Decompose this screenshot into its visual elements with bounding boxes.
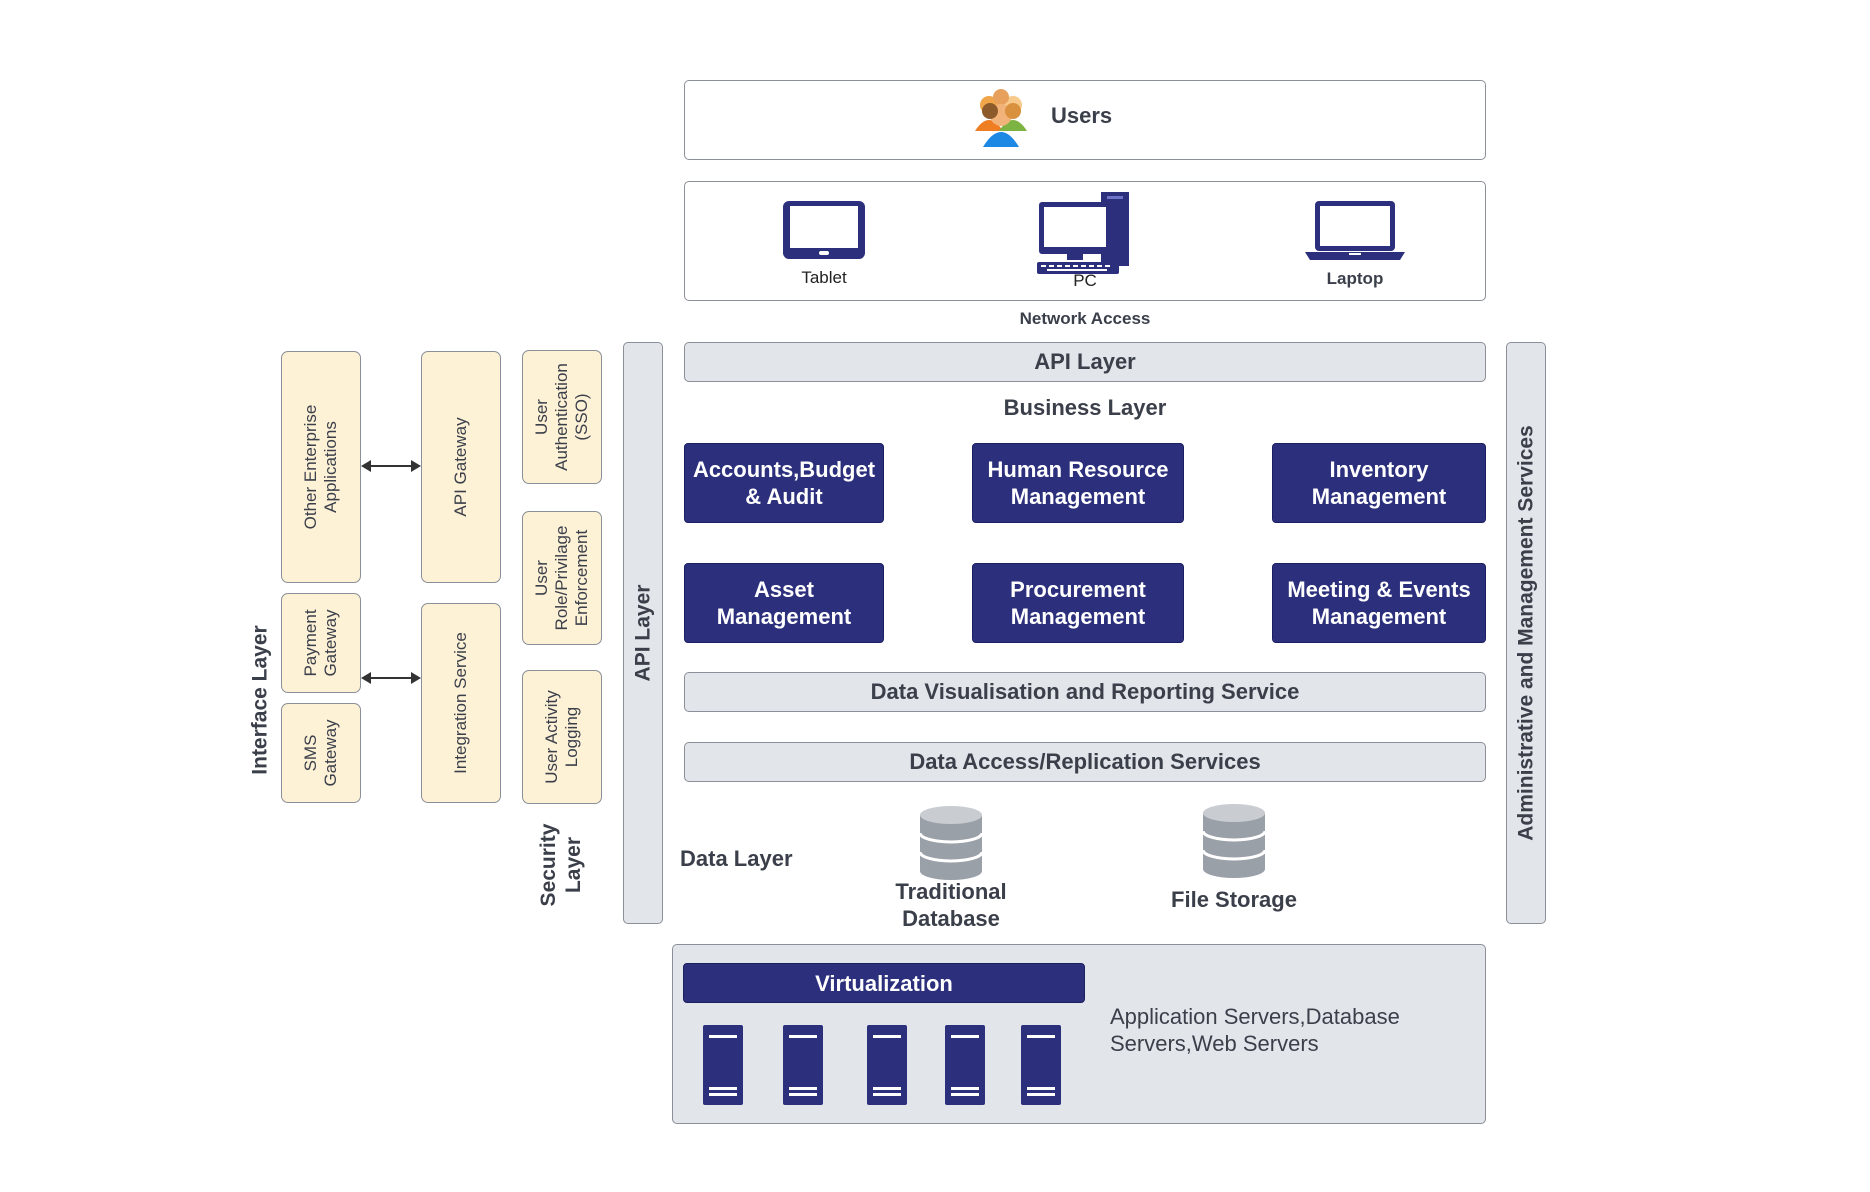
other-enterprise-apps-label: Other Enterprise Applications (301, 404, 340, 530)
integration-service: Integration Service (421, 603, 501, 803)
devices-box: Tablet PC Laptop (684, 181, 1486, 301)
security-item-label: User Activity Logging (542, 690, 581, 784)
device-label-pc: PC (1073, 271, 1097, 290)
device-label-tablet: Tablet (801, 268, 847, 287)
module-label: Inventory Management (1311, 457, 1447, 509)
interface-layer-label-wrap: Interface Layer (240, 600, 280, 800)
server-group (703, 1023, 1063, 1107)
sms-gateway: SMS Gateway (281, 703, 361, 803)
interface-layer-label: Interface Layer (248, 625, 272, 775)
api-gateway: API Gateway (421, 351, 501, 583)
api-layer-bar: API Layer (684, 342, 1486, 382)
payment-gateway-label: Payment Gateway (301, 609, 340, 677)
admin-services-label: Administrative and Management Services (1514, 425, 1538, 841)
module-meeting-events: Meeting & Events Management (1272, 563, 1486, 643)
module-label: Asset Management (716, 577, 852, 629)
data-store-label-traditional: Traditional Database (895, 879, 1007, 931)
api-layer-vertical-label: API Layer (631, 584, 655, 682)
data-store-label-file: File Storage (1171, 887, 1297, 912)
security-layer-label-wrap: Security Layer (526, 815, 596, 915)
integration-service-label: Integration Service (451, 632, 470, 774)
other-enterprise-apps: Other Enterprise Applications (281, 351, 361, 583)
security-item-label: User Role/Privilage Enforcement (532, 525, 591, 631)
security-item-sso: User Authentication (SSO) (522, 350, 602, 484)
module-accounts-budget-audit: Accounts,Budget & Audit (684, 443, 884, 523)
double-arrow-icon (361, 458, 421, 474)
admin-services-bar: Administrative and Management Services (1506, 342, 1546, 924)
pc-icon (1037, 192, 1133, 276)
payment-gateway: Payment Gateway (281, 593, 361, 693)
virtualization-panel: Virtualization Application Servers,Datab… (672, 944, 1486, 1124)
security-item-role: User Role/Privilage Enforcement (522, 511, 602, 645)
data-layer-label: Data Layer (680, 846, 793, 871)
business-layer-title: Business Layer (1003, 395, 1167, 420)
data-access-bar: Data Access/Replication Services (684, 742, 1486, 782)
database-icon (918, 805, 984, 881)
module-procurement: Procurement Management (972, 563, 1184, 643)
module-label: Accounts,Budget & Audit (692, 457, 876, 509)
database-icon (1201, 803, 1267, 879)
api-layer-vertical: API Layer (623, 342, 663, 924)
module-label: Meeting & Events Management (1287, 577, 1471, 629)
data-visualisation-bar: Data Visualisation and Reporting Service (684, 672, 1486, 712)
laptop-icon (1305, 200, 1405, 262)
sms-gateway-label: SMS Gateway (301, 719, 340, 787)
module-label: Human Resource Management (987, 457, 1169, 509)
double-arrow-icon (361, 670, 421, 686)
servers-text: Application Servers,Database Servers,Web… (1110, 1004, 1400, 1056)
api-gateway-label: API Gateway (451, 417, 470, 517)
users-box: Users (684, 80, 1486, 160)
security-item-logging: User Activity Logging (522, 670, 602, 804)
security-layer-label: Security Layer (537, 823, 585, 907)
users-icon (969, 89, 1035, 151)
virtualization-bar: Virtualization (683, 963, 1085, 1003)
device-label-laptop: Laptop (1326, 269, 1384, 288)
security-item-label: User Authentication (SSO) (532, 363, 591, 471)
module-asset: Asset Management (684, 563, 884, 643)
users-label: Users (1051, 103, 1113, 128)
module-human-resource: Human Resource Management (972, 443, 1184, 523)
module-label: Procurement Management (1010, 577, 1146, 629)
module-inventory: Inventory Management (1272, 443, 1486, 523)
network-access-label: Network Access (1019, 309, 1151, 328)
tablet-icon (782, 200, 866, 260)
